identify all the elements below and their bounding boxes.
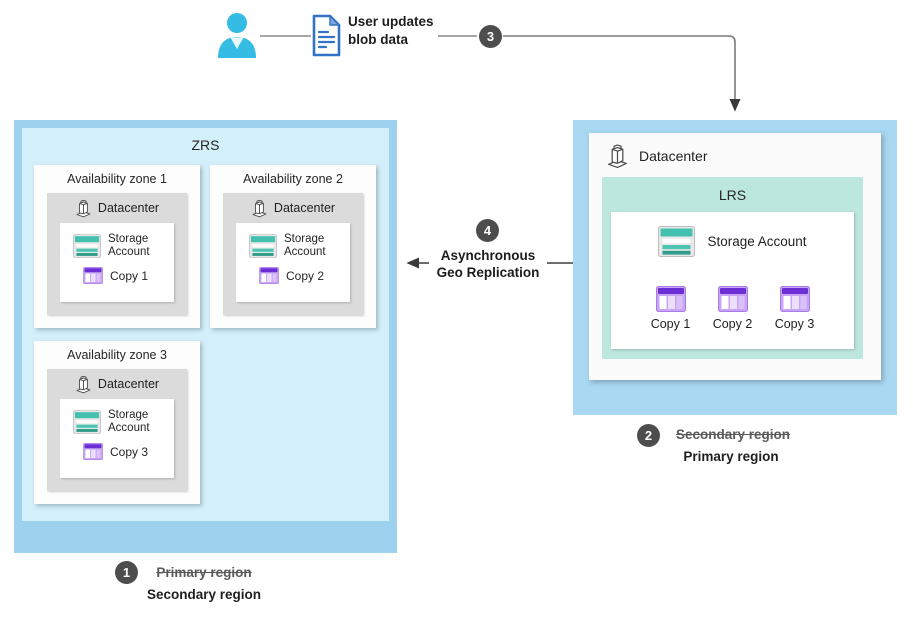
zone-title: Availability zone 2 [243, 172, 343, 186]
copy-label: Copy 1 [650, 317, 691, 331]
copy-label: Copy 2 [712, 317, 753, 331]
step-1-badge: 1 [115, 561, 138, 584]
storage-account-label: Storage Account [707, 234, 807, 249]
datacenter-label: Datacenter [97, 201, 160, 215]
blob-document-icon [312, 14, 341, 57]
step-2-badge: 2 [637, 424, 660, 447]
storage-account-icon [658, 226, 696, 257]
step-4-badge: 4 [476, 219, 499, 242]
building-icon [606, 142, 629, 169]
geo-replication-label: Asynchronous Geo Replication [410, 247, 566, 281]
table-copy-icon [83, 443, 103, 460]
lrs-region-box: Datacenter LRS Storage Account [573, 120, 897, 415]
storage-account-label: Storage Account [108, 409, 150, 434]
copy-label: Copy 3 [110, 444, 149, 459]
datacenter-box: Datacenter Storage Account [223, 193, 363, 315]
datacenter-label: Datacenter [273, 201, 336, 215]
datacenter-label: Datacenter [639, 147, 708, 164]
storage-panel: Storage Account Copy 2 [236, 223, 350, 302]
table-copy-icon [655, 286, 686, 312]
storage-account-icon [73, 410, 101, 434]
region-label: Secondary region [146, 587, 262, 602]
table-copy-icon [779, 286, 810, 312]
arrow-to-primary-region [503, 35, 741, 112]
copy-item: Copy 3 [770, 286, 820, 331]
availability-zone-card-2: Availability zone 2 Datacenter [210, 165, 376, 328]
building-icon [251, 198, 268, 218]
user-updates-label: User updates blob data [348, 13, 434, 49]
building-icon [75, 198, 92, 218]
geo-replication-line2: Geo Replication [436, 265, 540, 280]
table-copy-icon [717, 286, 748, 312]
storage-panel: Storage Account Copy 3 [60, 399, 174, 478]
copy-item: Copy 1 [646, 286, 696, 331]
zone-title: Availability zone 3 [67, 348, 167, 362]
datacenter-box: Datacenter Storage Account [47, 369, 187, 491]
struck-region-label: Secondary region [675, 427, 791, 442]
datacenter-card: Datacenter LRS Storage Account [589, 133, 881, 380]
region-label: Primary region [683, 449, 779, 464]
lrs-title: LRS [718, 187, 747, 203]
geo-replication-line1: Asynchronous [440, 248, 536, 263]
user-updates-line2: blob data [348, 32, 408, 47]
copy-label: Copy 1 [110, 268, 149, 283]
struck-region-label: Primary region [156, 565, 252, 580]
user-person-icon [214, 11, 260, 58]
storage-account-icon [249, 234, 277, 258]
table-copy-icon [259, 267, 279, 284]
datacenter-label: Datacenter [97, 377, 160, 391]
availability-zone-card-3: Availability zone 3 Datacenter [34, 341, 200, 504]
table-copy-icon [83, 267, 103, 284]
step-3-badge: 3 [479, 25, 502, 48]
storage-account-icon [73, 234, 101, 258]
zrs-inner-panel: ZRS Availability zone 1 Data [22, 128, 389, 521]
lrs-storage-panel: Storage Account Copy 1 [611, 212, 854, 349]
copy-label: Copy 3 [774, 317, 815, 331]
storage-account-label: Storage Account [108, 233, 150, 258]
lrs-box: LRS Storage Account [602, 177, 863, 359]
copy-item: Copy 2 [708, 286, 758, 331]
storage-panel: Storage Account Copy 1 [60, 223, 174, 302]
zone-title: Availability zone 1 [67, 172, 167, 186]
copy-label: Copy 2 [286, 268, 325, 283]
datacenter-box: Datacenter Storage Account [47, 193, 187, 315]
availability-zone-card-1: Availability zone 1 Datacenter [34, 165, 200, 328]
storage-account-label: Storage Account [284, 233, 326, 258]
user-updates-line1: User updates [348, 14, 434, 29]
building-icon [75, 374, 92, 394]
zrs-region-box: ZRS Availability zone 1 Data [14, 120, 397, 553]
zrs-title: ZRS [191, 137, 220, 153]
